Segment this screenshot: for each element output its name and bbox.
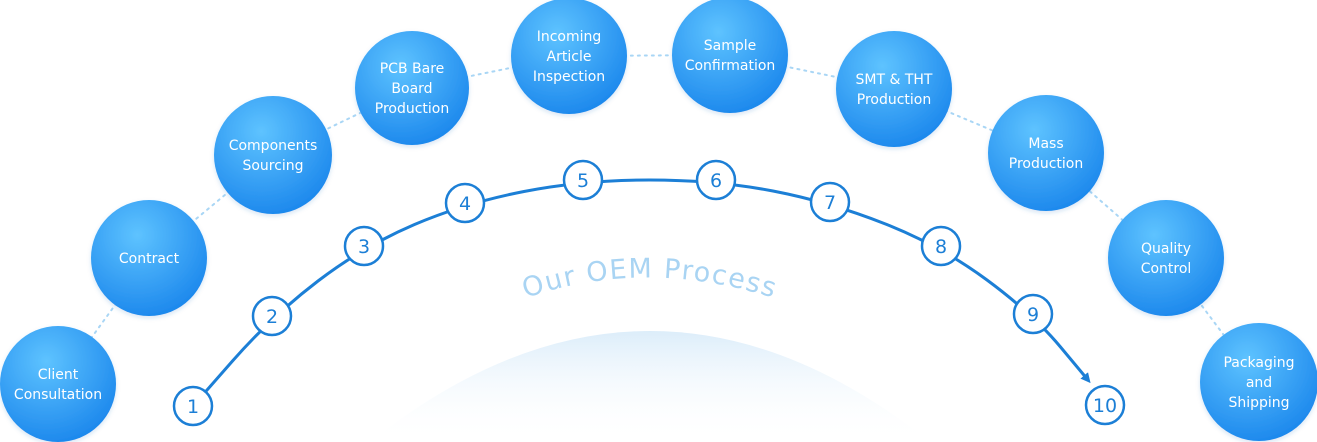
step-number-label: 4	[459, 193, 471, 215]
step-label-line: Board	[391, 81, 432, 97]
step-number-5: 5	[562, 159, 604, 201]
step-bubble-circle	[836, 31, 952, 147]
step-bubble-circle	[988, 95, 1104, 211]
step-label-line: Control	[1141, 261, 1192, 277]
step-number-circle	[920, 225, 962, 267]
step-label-line: Components	[229, 138, 318, 154]
step-label-line: Packaging	[1223, 355, 1294, 371]
step-label-line: Quality	[1141, 241, 1191, 257]
step-bubble-circle	[214, 96, 332, 214]
outer-dotted-connector	[57, 53, 1260, 385]
step-number-label: 7	[824, 192, 836, 214]
step-number-circle	[1012, 293, 1054, 335]
step-label-line: Article	[547, 49, 592, 65]
step-number-label: 8	[935, 236, 947, 258]
step-label-line: Production	[375, 101, 449, 117]
step-number-1: 1	[172, 385, 214, 427]
step-number-label: 9	[1027, 304, 1039, 326]
step-label-line: Sample	[704, 38, 757, 54]
step-number-circle	[172, 385, 214, 427]
step-number-label: 10	[1093, 395, 1117, 417]
step-number-8: 8	[920, 225, 962, 267]
step-bubble-circle	[1200, 323, 1317, 441]
step-label-line: Consultation	[14, 387, 102, 403]
step-label-line: Shipping	[1228, 395, 1289, 411]
step-label-line: PCB Bare	[380, 61, 445, 77]
step-label-line: Incoming	[537, 29, 602, 45]
step-number-circle	[444, 182, 486, 224]
step-number-9: 9	[1012, 293, 1054, 335]
step-number-7: 7	[809, 181, 851, 223]
step-label-line: and	[1246, 375, 1272, 391]
step-number-circle	[343, 225, 385, 267]
step-number-circle	[1084, 384, 1126, 426]
step-label-line: Inspection	[533, 69, 605, 85]
step-number-6: 6	[695, 159, 737, 201]
step-number-label: 5	[577, 170, 589, 192]
step-number-circle	[251, 295, 293, 337]
step-number-label: 6	[710, 170, 722, 192]
step-number-circle	[562, 159, 604, 201]
step-label-line: Contract	[119, 251, 180, 267]
step-numbers: 1 2 3 4 5 6 7 8 9 10	[172, 159, 1126, 427]
step-label-line: Confirmation	[685, 58, 776, 74]
step-bubble-7: SMT & THT Production	[836, 31, 952, 147]
step-number-label: 1	[187, 396, 199, 418]
step-number-4: 4	[444, 182, 486, 224]
step-bubble-circle	[0, 326, 116, 442]
step-bubble-circle	[672, 0, 788, 113]
diagram-title: Our OEM Process	[518, 253, 781, 304]
step-number-circle	[695, 159, 737, 201]
step-number-label: 2	[266, 306, 278, 328]
step-number-circle	[809, 181, 851, 223]
dome-shape	[370, 331, 930, 442]
step-bubble-circle	[1108, 200, 1224, 316]
step-number-label: 3	[358, 236, 370, 258]
step-label-line: Sourcing	[242, 158, 303, 174]
step-number-10: 10	[1084, 384, 1126, 426]
step-label-line: SMT & THT	[856, 72, 933, 88]
step-bubble-circle	[511, 0, 627, 114]
step-label-line: Production	[1009, 156, 1083, 172]
step-number-2: 2	[251, 295, 293, 337]
step-number-3: 3	[343, 225, 385, 267]
step-bubble-circle	[91, 200, 207, 316]
step-label-line: Mass	[1028, 136, 1063, 152]
step-bubble-circle	[355, 31, 469, 145]
step-label-line: Production	[857, 92, 931, 108]
step-label-line: Client	[38, 367, 79, 383]
step-bubble-2: Contract	[91, 200, 207, 316]
